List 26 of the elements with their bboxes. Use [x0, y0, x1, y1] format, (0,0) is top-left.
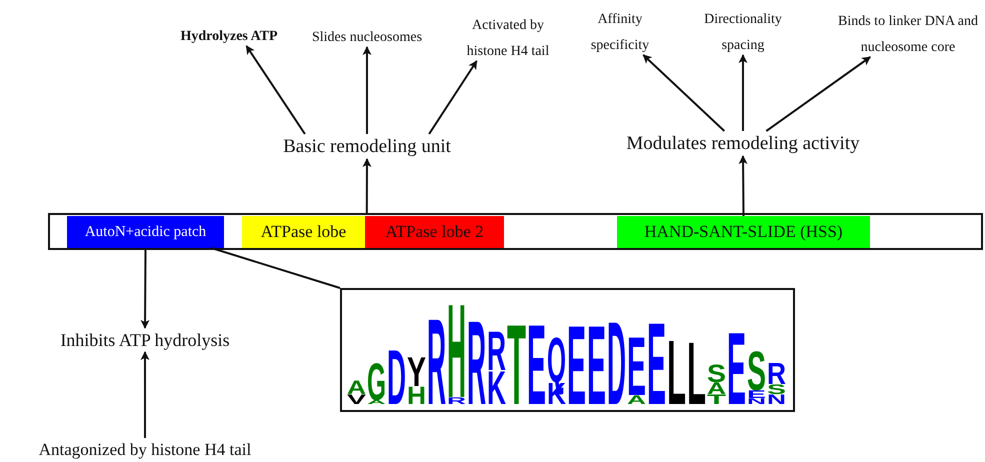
function-label: Modulates remodeling activity — [598, 132, 888, 156]
arrow — [362, 158, 372, 213]
domain-block: ATPase lobe 2 — [365, 216, 504, 248]
arrow — [428, 60, 478, 135]
arrow — [738, 155, 748, 216]
domain-block: AutoN+acidic patch — [67, 216, 224, 248]
arrow — [738, 54, 748, 131]
arrow — [766, 56, 871, 132]
arrow — [140, 351, 150, 438]
function-label: Antagonized by histone H4 tail — [0, 440, 290, 460]
function-label: Hydrolyzes ATP — [164, 28, 294, 46]
domain-block: HAND-SANT-SLIDE (HSS) — [617, 216, 870, 248]
connector-line — [211, 247, 340, 289]
arrow — [246, 45, 306, 135]
function-label: Inhibits ATP hydrolysis — [30, 329, 260, 351]
function-label: Slides nucleosomes — [297, 29, 437, 47]
function-label: Affinity specificity — [580, 7, 660, 59]
function-label: Basic remodeling unit — [252, 135, 482, 159]
arrow — [362, 46, 372, 134]
function-label: Directionality spacing — [688, 7, 798, 59]
protein-bar — [48, 213, 983, 250]
function-label: Activated by histone H4 tail — [453, 13, 563, 65]
arrow — [642, 54, 726, 132]
function-label: Binds to linker DNA and nucleosome core — [832, 9, 984, 61]
arrow — [140, 248, 150, 329]
domain-block: ATPase lobe — [242, 216, 365, 248]
